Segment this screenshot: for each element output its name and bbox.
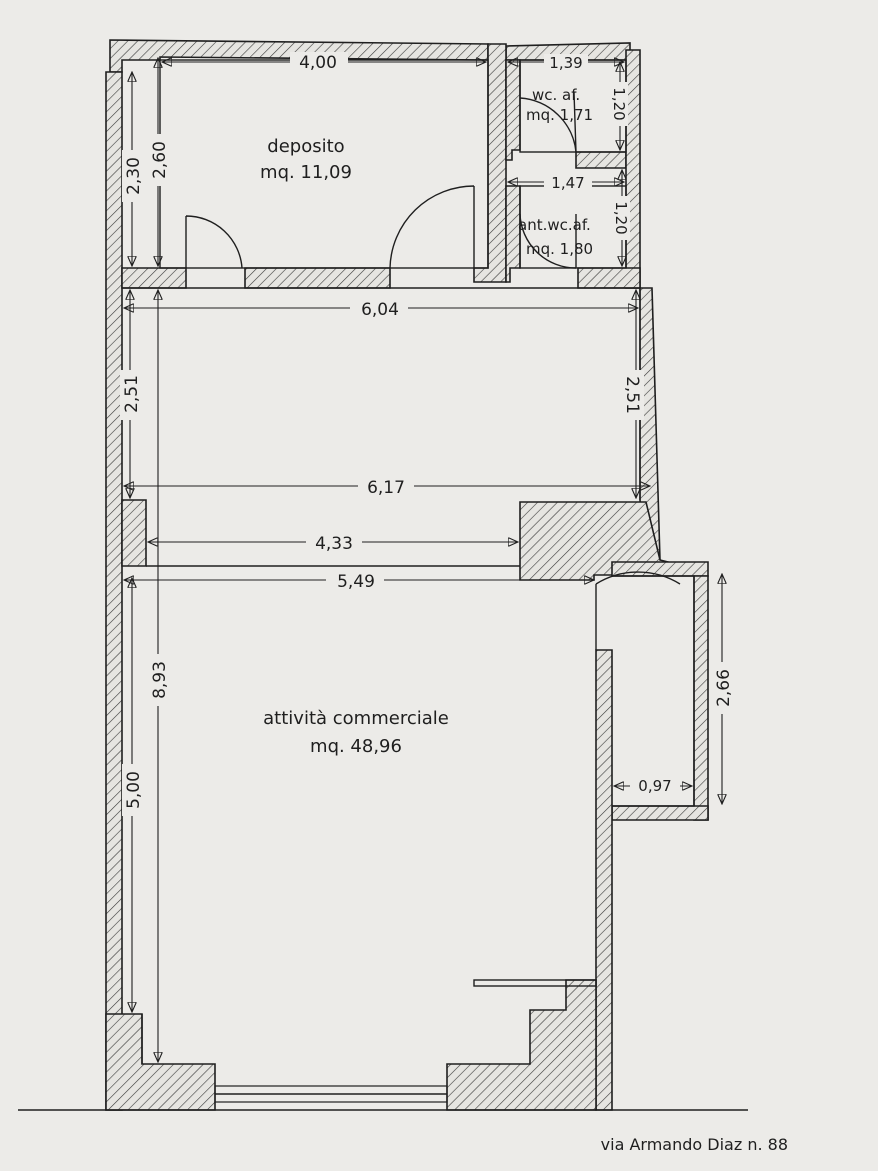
address-caption: via Armando Diaz n. 88 bbox=[601, 1135, 788, 1154]
room-labels: deposito mq. 11,09 wc. af. mq. 1,71 ant.… bbox=[260, 86, 593, 757]
dim-corridor-h-left: 2,51 bbox=[122, 375, 142, 413]
dim-side-depth: 2,66 bbox=[714, 669, 734, 707]
door-annex bbox=[595, 571, 681, 650]
wall-wc-right bbox=[625, 49, 641, 289]
wall-deposito-bottom-mid bbox=[244, 267, 391, 289]
wall-shop-right bbox=[595, 649, 613, 1111]
wall-annex-bottom bbox=[611, 805, 709, 821]
dim-deposito-h1: 2,30 bbox=[124, 157, 144, 195]
dim-wc-height: 1,20 bbox=[610, 87, 628, 120]
dim-side-width: 0,97 bbox=[638, 777, 671, 795]
dim-corridor-width: 6,04 bbox=[361, 300, 399, 320]
wall-annex-right bbox=[693, 575, 709, 821]
room-deposito-area: mq. 11,09 bbox=[260, 162, 352, 183]
dim-mid-width: 6,17 bbox=[367, 478, 405, 498]
room-deposito-name: deposito bbox=[267, 136, 344, 157]
doors bbox=[185, 91, 681, 1103]
wall-deposito-right bbox=[473, 43, 507, 283]
pillar-left bbox=[121, 499, 147, 567]
room-wc-area: mq. 1,71 bbox=[526, 106, 593, 124]
wall-annex-top bbox=[611, 561, 709, 577]
wall-deposito-bottom-left bbox=[121, 267, 187, 289]
door-deposito-left bbox=[185, 215, 243, 269]
room-commerciale-name: attività commerciale bbox=[263, 708, 449, 729]
dim-shop-front: 5,00 bbox=[124, 771, 144, 809]
wall-bottom-right bbox=[446, 979, 597, 1111]
wall-antwc-bottom bbox=[577, 267, 641, 289]
dim-opening-width: 4,33 bbox=[315, 534, 353, 554]
wall-bottom-left bbox=[105, 1013, 216, 1111]
dim-antwc-width: 1,47 bbox=[551, 174, 584, 192]
wall-left-outer bbox=[105, 71, 123, 1111]
room-antwc-name: ant.wc.af. bbox=[518, 216, 591, 234]
door-deposito-right bbox=[389, 185, 475, 269]
wall-wc-mid bbox=[575, 151, 627, 169]
dim-shop-depth: 8,93 bbox=[150, 661, 170, 699]
door-antwc bbox=[519, 213, 577, 269]
dim-antwc-height: 1,20 bbox=[612, 201, 630, 234]
room-antwc-area: mq. 1,80 bbox=[526, 240, 593, 258]
dim-deposito-h2: 2,60 bbox=[150, 141, 170, 179]
room-wc-name: wc. af. bbox=[532, 86, 580, 104]
dimension-labels: 4,00 2,30 2,60 1,39 1,20 1,47 1,20 6,04 … bbox=[120, 52, 734, 816]
room-commerciale-area: mq. 48,96 bbox=[310, 736, 402, 757]
wall-wc-left bbox=[505, 59, 521, 161]
door-wc bbox=[519, 91, 577, 153]
dim-corridor-h-right: 2,51 bbox=[622, 376, 642, 414]
walls bbox=[105, 39, 709, 1111]
wall-antwc-left bbox=[505, 185, 521, 283]
dim-wc-width: 1,39 bbox=[549, 54, 582, 72]
shelf bbox=[473, 979, 597, 987]
dim-shop-width: 5,49 bbox=[337, 572, 375, 592]
dim-deposito-width: 4,00 bbox=[299, 53, 337, 73]
